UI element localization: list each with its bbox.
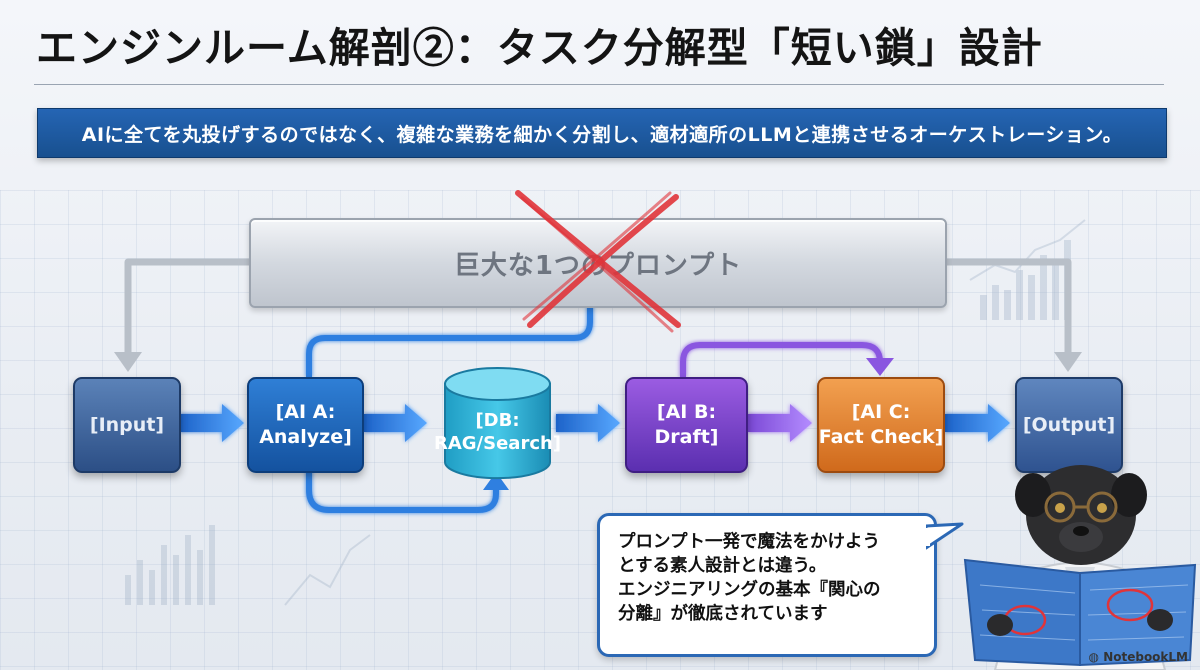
ai-b-to-ai-c-loop: [680, 342, 883, 377]
arrow-ai-c-to-output: [945, 404, 1010, 442]
prompt-to-ai-a-line: [306, 305, 593, 377]
speech-bubble-text: プロンプト一発で魔法をかけよう とする素人設計とは違う。 エンジニアリングの基本…: [618, 532, 881, 625]
node-db-rag-search: [DB: RAG/Search]: [434, 364, 561, 482]
node-ai-a-label: [AI A: Analyze]: [259, 401, 352, 448]
arrow-ai-b-to-ai-c: [748, 404, 812, 442]
notebooklm-watermark: ◍ NotebookLM: [1089, 650, 1188, 664]
arrow-ai-a-to-db: [364, 404, 427, 442]
node-ai-c-label: [AI C: Fact Check]: [818, 401, 944, 448]
node-db-label: [DB: RAG/Search]: [433, 409, 562, 454]
node-ai-b-draft: [AI B: Draft]: [625, 377, 748, 473]
database-cylinder-icon: [444, 367, 551, 480]
node-input: [Input]: [73, 377, 181, 473]
bypass-arrowhead-left: [114, 352, 142, 372]
bypass-line-right: [943, 258, 1072, 355]
node-ai-c-fact-check: [AI C: Fact Check]: [817, 377, 945, 473]
ai-a-to-db-loop-arrowhead: [483, 472, 509, 490]
page-title: エンジンルーム解剖②：タスク分解型「短い鎖」設計: [36, 24, 1043, 72]
node-input-label: [Input]: [89, 413, 165, 436]
notebooklm-watermark-text: NotebookLM: [1103, 650, 1188, 664]
background-bar-chart-left: [125, 525, 371, 606]
node-output-label: [Output]: [1022, 413, 1116, 436]
arrow-db-to-ai-b: [556, 404, 620, 442]
notebooklm-logo-icon: ◍: [1088, 650, 1104, 664]
arrow-input-to-ai-a: [180, 404, 244, 442]
speech-bubble: プロンプト一発で魔法をかけよう とする素人設計とは違う。 エンジニアリングの基本…: [597, 513, 937, 657]
ai-a-to-db-loop: [306, 470, 499, 513]
speech-bubble-tail: [926, 522, 964, 550]
bypass-arrowhead-right: [1054, 352, 1082, 372]
cross-out-mark: [515, 190, 681, 333]
title-divider: [34, 84, 1164, 85]
node-ai-a-analyze: [AI A: Analyze]: [247, 377, 364, 473]
summary-banner: AIに全てを丸投げするのではなく、複雑な業務を細かく分割し、適材適所のLLMと連…: [37, 108, 1167, 158]
summary-banner-text: AIに全てを丸投げするのではなく、複雑な業務を細かく分割し、適材適所のLLMと連…: [81, 123, 1123, 146]
monolithic-prompt-box: 巨大な1つのプロンプト: [249, 218, 947, 308]
node-ai-b-label: [AI B: Draft]: [654, 401, 719, 448]
bypass-line-left: [124, 258, 249, 355]
pug-engineer-mascot-icon: [963, 465, 1197, 670]
ai-b-to-ai-c-loop-arrowhead: [866, 358, 894, 376]
